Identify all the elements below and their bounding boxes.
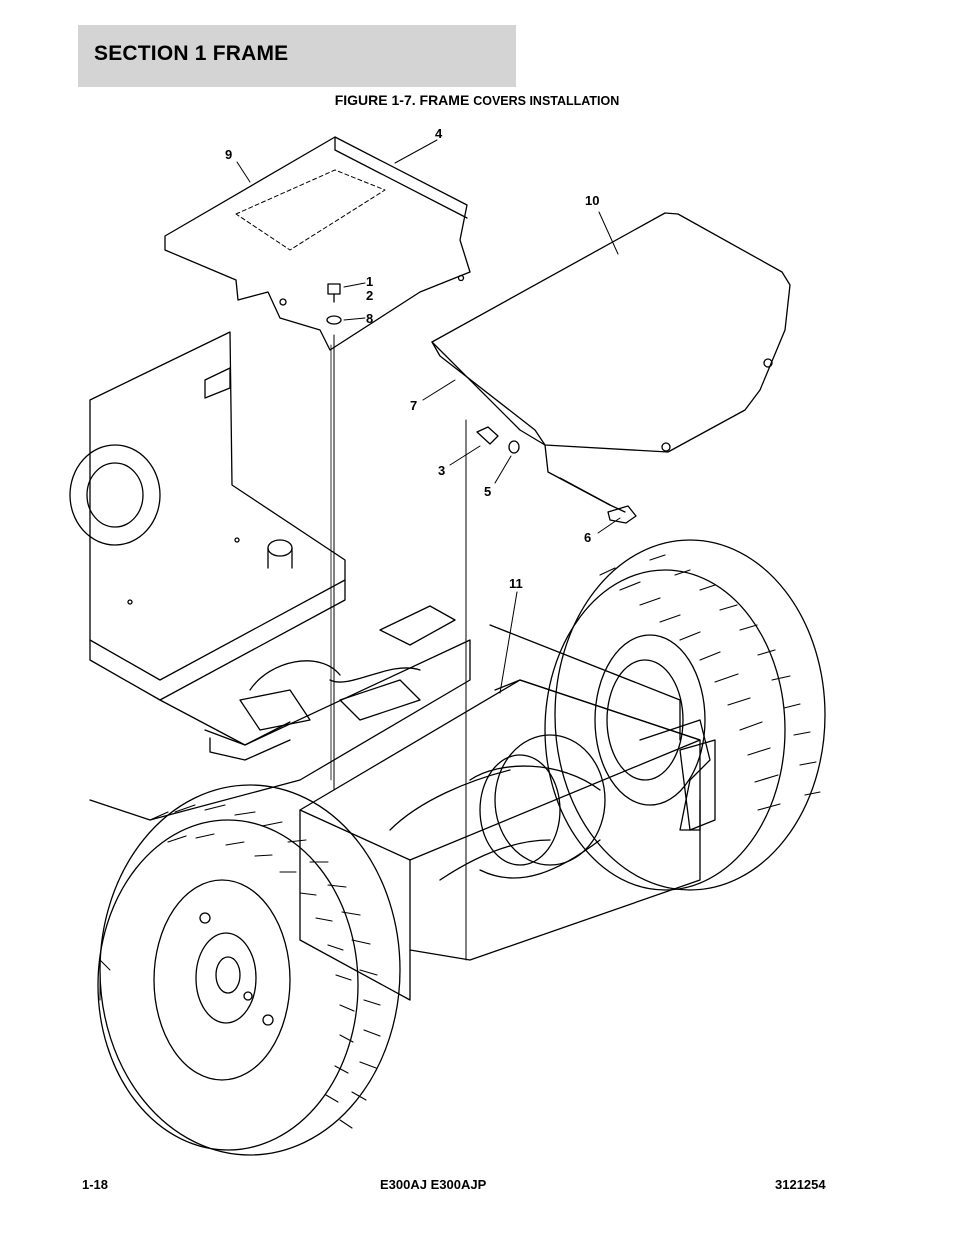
callout-numbers: 1 2 3 4 5 6 7 8 9 10 11	[225, 126, 599, 591]
top-cover-part	[164, 136, 471, 351]
callout-label-4: 4	[435, 126, 443, 141]
callout-label-8: 8	[366, 311, 373, 326]
callout-label-5: 5	[484, 484, 491, 499]
document-number: 3121254	[775, 1177, 826, 1192]
section-title: SECTION 1 FRAME	[94, 42, 289, 65]
figure-caption-main: FIGURE 1-7. FRAME	[334, 92, 470, 108]
figure-caption-sub: COVERS INSTALLATION	[473, 94, 620, 108]
chassis-frame	[69, 331, 471, 821]
callout-label-11: 11	[509, 576, 523, 591]
exploded-view-illustration: 1 2 3 4 5 6 7 8 9 10 11	[69, 126, 826, 1156]
wiring-harness	[239, 605, 456, 731]
left-wheel	[97, 784, 401, 1156]
right-wheel	[544, 539, 826, 891]
callout-label-9: 9	[225, 147, 232, 162]
callout-label-7: 7	[410, 398, 417, 413]
callout-label-1: 1	[366, 274, 373, 289]
callout-leaders	[236, 139, 621, 694]
callout-label-10: 10	[585, 193, 599, 208]
bolt-washer-part	[326, 283, 342, 791]
side-cover-part	[431, 212, 791, 513]
clip-fastener-part	[465, 419, 637, 961]
page-number: 1-18	[82, 1177, 109, 1192]
figure-caption: FIGURE 1-7. FRAME COVERS INSTALLATION	[0, 92, 954, 108]
callout-label-3: 3	[438, 463, 445, 478]
model-name: E300AJ E300AJP	[380, 1177, 487, 1192]
section-header-banner: SECTION 1 FRAME	[78, 25, 516, 87]
motor-axle-housing	[299, 624, 716, 1001]
callout-label-2: 2	[366, 288, 373, 303]
callout-label-6: 6	[584, 530, 591, 545]
